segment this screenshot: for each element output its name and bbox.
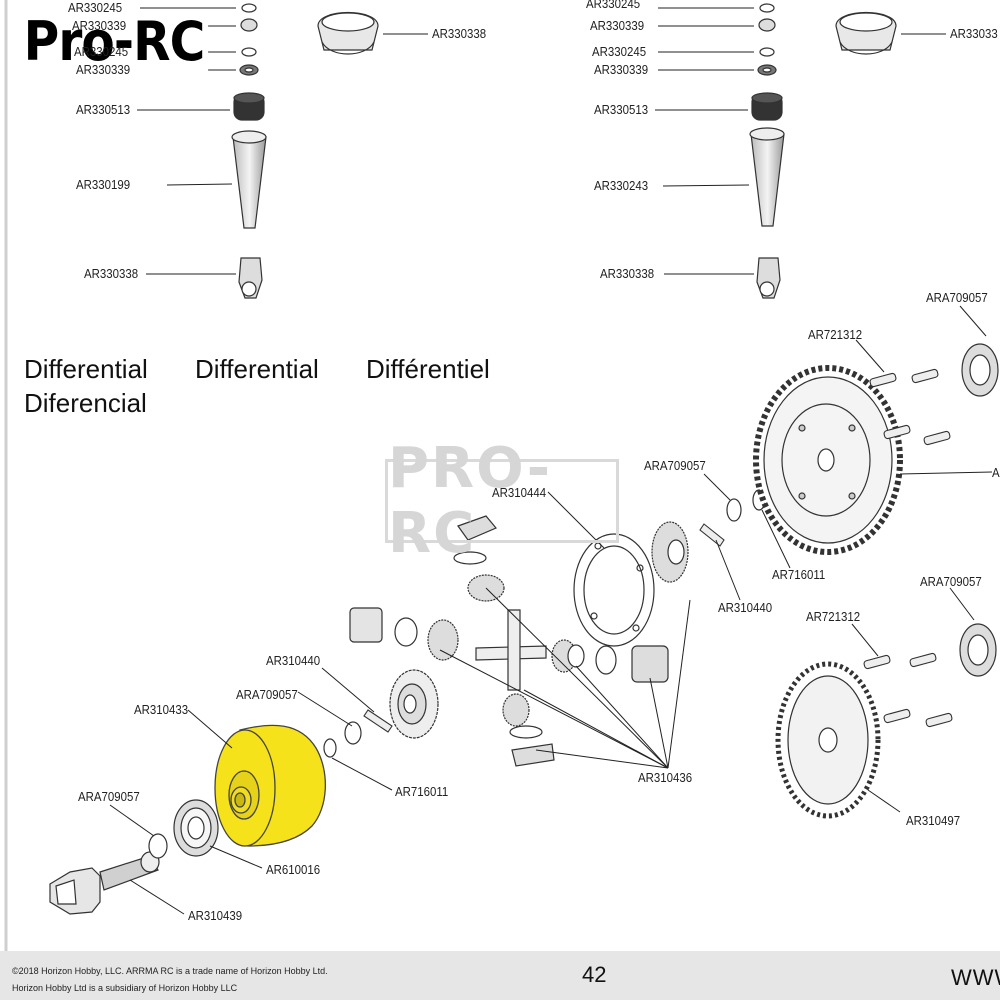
part-label: AR310436 bbox=[638, 770, 693, 785]
brand-logo: Pro-RC bbox=[20, 10, 209, 74]
outdrive-cup bbox=[49, 851, 160, 915]
part-label: ARA709057 bbox=[236, 687, 298, 702]
footer-web: WWW bbox=[951, 965, 1000, 990]
right-shock-cap bbox=[835, 11, 897, 55]
side-gear-left bbox=[389, 669, 439, 739]
part-label: AR330199 bbox=[76, 177, 131, 192]
part-label: AR33033 bbox=[950, 26, 998, 41]
page-number: 42 bbox=[582, 962, 607, 987]
part-label: AR330338 bbox=[84, 266, 139, 281]
part-label: AR330513 bbox=[76, 102, 131, 117]
part-label: AR330338 bbox=[600, 266, 655, 281]
part-label: AR721312 bbox=[806, 609, 861, 624]
shim-top bbox=[726, 498, 742, 522]
part-label: AR310439 bbox=[188, 908, 243, 923]
part-label: AR330245 bbox=[592, 44, 647, 59]
heading-english: Differential bbox=[24, 354, 148, 384]
watermark: PRO-RC bbox=[385, 436, 619, 566]
outdrive-bearing bbox=[173, 799, 219, 857]
pin-top bbox=[699, 523, 725, 547]
pin-a bbox=[363, 709, 393, 733]
footer-subsidiary: Horizon Hobby Ltd is a subsidiary of Hor… bbox=[12, 983, 238, 993]
part-label: AR330245 bbox=[586, 0, 641, 11]
part-label: ARA709057 bbox=[920, 574, 982, 589]
part-label: AR330339 bbox=[590, 18, 645, 33]
part-label: AR610016 bbox=[266, 862, 321, 877]
bearing-top bbox=[961, 343, 999, 397]
part-label: AR330339 bbox=[594, 62, 649, 77]
left-shock-parts bbox=[231, 3, 267, 299]
part-label: AR330338 bbox=[432, 26, 487, 41]
right-shock-parts bbox=[749, 3, 785, 299]
shim-a bbox=[344, 721, 362, 745]
right-shock-leaders bbox=[655, 7, 946, 275]
heading-german: Differential bbox=[195, 354, 319, 384]
part-label: AR721312 bbox=[808, 327, 863, 342]
top-bevel-gear bbox=[651, 521, 689, 583]
part-label: AR330245 bbox=[68, 0, 123, 15]
part-label: AR310497 bbox=[906, 813, 961, 828]
diff-gasket bbox=[573, 533, 655, 647]
heading-spanish: Diferencial bbox=[24, 388, 147, 418]
part-label: AR310433 bbox=[134, 702, 189, 717]
part-label: AR716011 bbox=[395, 784, 449, 799]
part-label: AR716011 bbox=[772, 567, 826, 582]
part-label: AR330513 bbox=[594, 102, 649, 117]
outdrive-shim bbox=[148, 833, 168, 859]
screws-top bbox=[869, 368, 951, 446]
part-label: ARA709057 bbox=[644, 458, 706, 473]
page-footer: ©2018 Horizon Hobby, LLC. ARRMA RC is a … bbox=[0, 951, 1000, 1000]
part-label: AR330339 bbox=[72, 18, 127, 33]
part-label: AR310444 bbox=[492, 485, 547, 500]
screws-mid bbox=[863, 652, 953, 728]
spur-gear-top bbox=[753, 365, 903, 555]
part-label: ARA709057 bbox=[926, 290, 988, 305]
highlighted-diff-housing bbox=[214, 724, 326, 847]
footer-copyright: ©2018 Horizon Hobby, LLC. ARRMA RC is a … bbox=[12, 966, 328, 976]
part-label: AR330339 bbox=[76, 62, 131, 77]
part-label: AR310440 bbox=[266, 653, 321, 668]
part-label: A bbox=[992, 465, 1000, 480]
bevel-gears-cluster bbox=[349, 515, 669, 767]
left-shock-cap bbox=[317, 11, 379, 55]
part-label: AR330243 bbox=[594, 178, 649, 193]
part-label: AR330245 bbox=[74, 44, 129, 59]
ring-gear bbox=[775, 661, 881, 819]
part-label: AR310440 bbox=[718, 600, 773, 615]
bearing-mid bbox=[959, 623, 997, 677]
washer-a bbox=[323, 738, 337, 758]
heading-french: Différentiel bbox=[366, 354, 490, 384]
diff-leaders bbox=[109, 305, 993, 915]
part-label: ARA709057 bbox=[78, 789, 140, 804]
